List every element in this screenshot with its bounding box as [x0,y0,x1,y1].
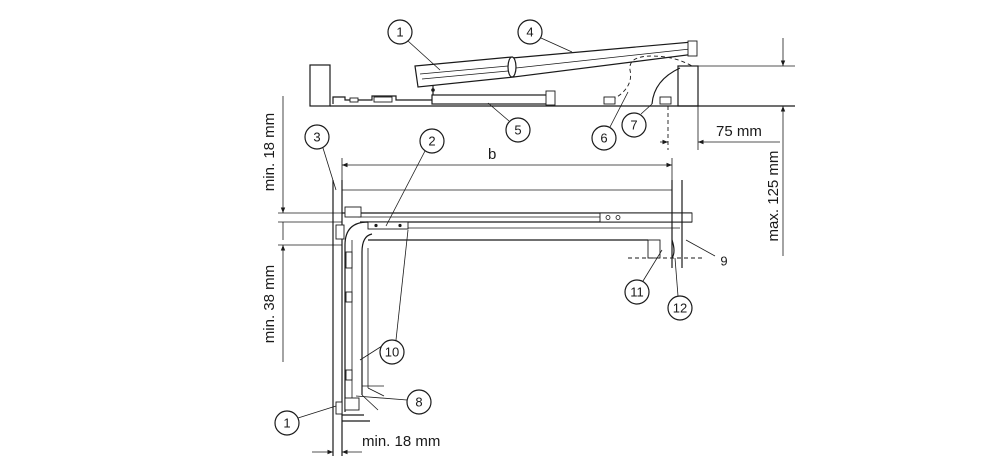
callout-8: 8 [355,389,432,415]
svg-text:6: 6 [600,131,607,146]
dimension-min-18mm-bottom: min. 18 mm [312,433,440,455]
svg-text:b: b [488,146,496,163]
arm-foot [659,96,672,105]
svg-text:1: 1 [283,416,290,431]
rail-end-box [599,212,693,223]
arm-foot [603,96,616,105]
drive-rail [511,41,696,78]
drive-motor-track [419,65,509,75]
svg-text:11: 11 [630,285,644,300]
side-view: 1 4 5 6 7 75 mm [309,19,795,256]
bottom-stop-line [361,394,379,411]
svg-text:75 mm: 75 mm [716,123,762,140]
mounting-plate-foot [545,90,556,106]
svg-text:min. 18 mm: min. 18 mm [362,433,440,450]
svg-text:9: 9 [720,254,727,269]
svg-text:2: 2 [428,134,435,149]
rail-clamp [367,221,409,230]
wall-bracket-hardware [373,96,393,103]
dimension-max-125mm: max. 125 mm [765,38,786,256]
callout-1-top: 1 [387,19,441,71]
mounting-plate [431,94,555,105]
lintel-wall [309,64,331,107]
callout-6: 6 [591,91,629,151]
svg-text:5: 5 [514,123,521,138]
callout-11: 11 [624,249,663,305]
svg-text:12: 12 [673,301,687,316]
wall-bracket-hardware [349,97,359,103]
rail-clamp-bolt [398,223,402,228]
svg-text:max. 125 mm: max. 125 mm [765,151,782,242]
svg-text:7: 7 [630,118,637,133]
callout-5: 5 [487,102,531,143]
wall-bracket-profile [332,95,432,104]
corner-curve-outer [344,221,369,246]
door-arm-swing-path [611,55,693,101]
right-bracket [647,239,661,259]
motor-hanger-bolt [431,88,435,92]
door-arm [651,67,681,105]
dimension-75mm: 75 mm [660,123,780,145]
rail-side-clip [345,369,353,381]
rail-end-bolt [605,215,611,220]
callout-3: 3 [304,124,337,191]
drive-motor-track [421,70,509,80]
callout-2: 2 [385,128,445,227]
callout-9: 9 [685,239,728,269]
callout-1-bottom: 1 [274,405,337,436]
rail-end-hanger [687,40,698,57]
dimension-b: b [341,146,673,180]
dimension-min-38mm: min. 38 mm [261,222,342,362]
callout-10: 10 [359,229,409,365]
callout-7: 7 [621,103,653,138]
rail-side-clip [345,251,353,269]
bottom-stop-line [367,387,385,397]
dimension-min-18mm-side: min. 18 mm [261,96,342,223]
rail-side-clip [345,291,353,303]
corner-curve-inner [361,233,373,253]
svg-text:1: 1 [396,25,403,40]
svg-text:8: 8 [415,395,422,410]
svg-text:min. 18 mm: min. 18 mm [261,113,278,191]
svg-text:10: 10 [385,345,399,360]
callout-4: 4 [517,19,573,53]
right-header-block [677,65,699,107]
bottom-hardware [335,401,343,415]
rail-end-bolt [615,215,621,220]
corner-bracket [344,206,362,218]
callout-12: 12 [667,257,693,321]
plan-view: b [261,96,728,456]
svg-text:min. 38 mm: min. 38 mm [261,265,278,343]
right-hinge [671,239,675,259]
drive-coupling [507,56,517,78]
rail-clamp-bolt [374,223,378,228]
svg-text:3: 3 [313,130,320,145]
corner-bracket [335,224,345,240]
drive-rail-inner [515,48,691,69]
svg-text:4: 4 [526,25,533,40]
bottom-bracket [344,397,360,411]
